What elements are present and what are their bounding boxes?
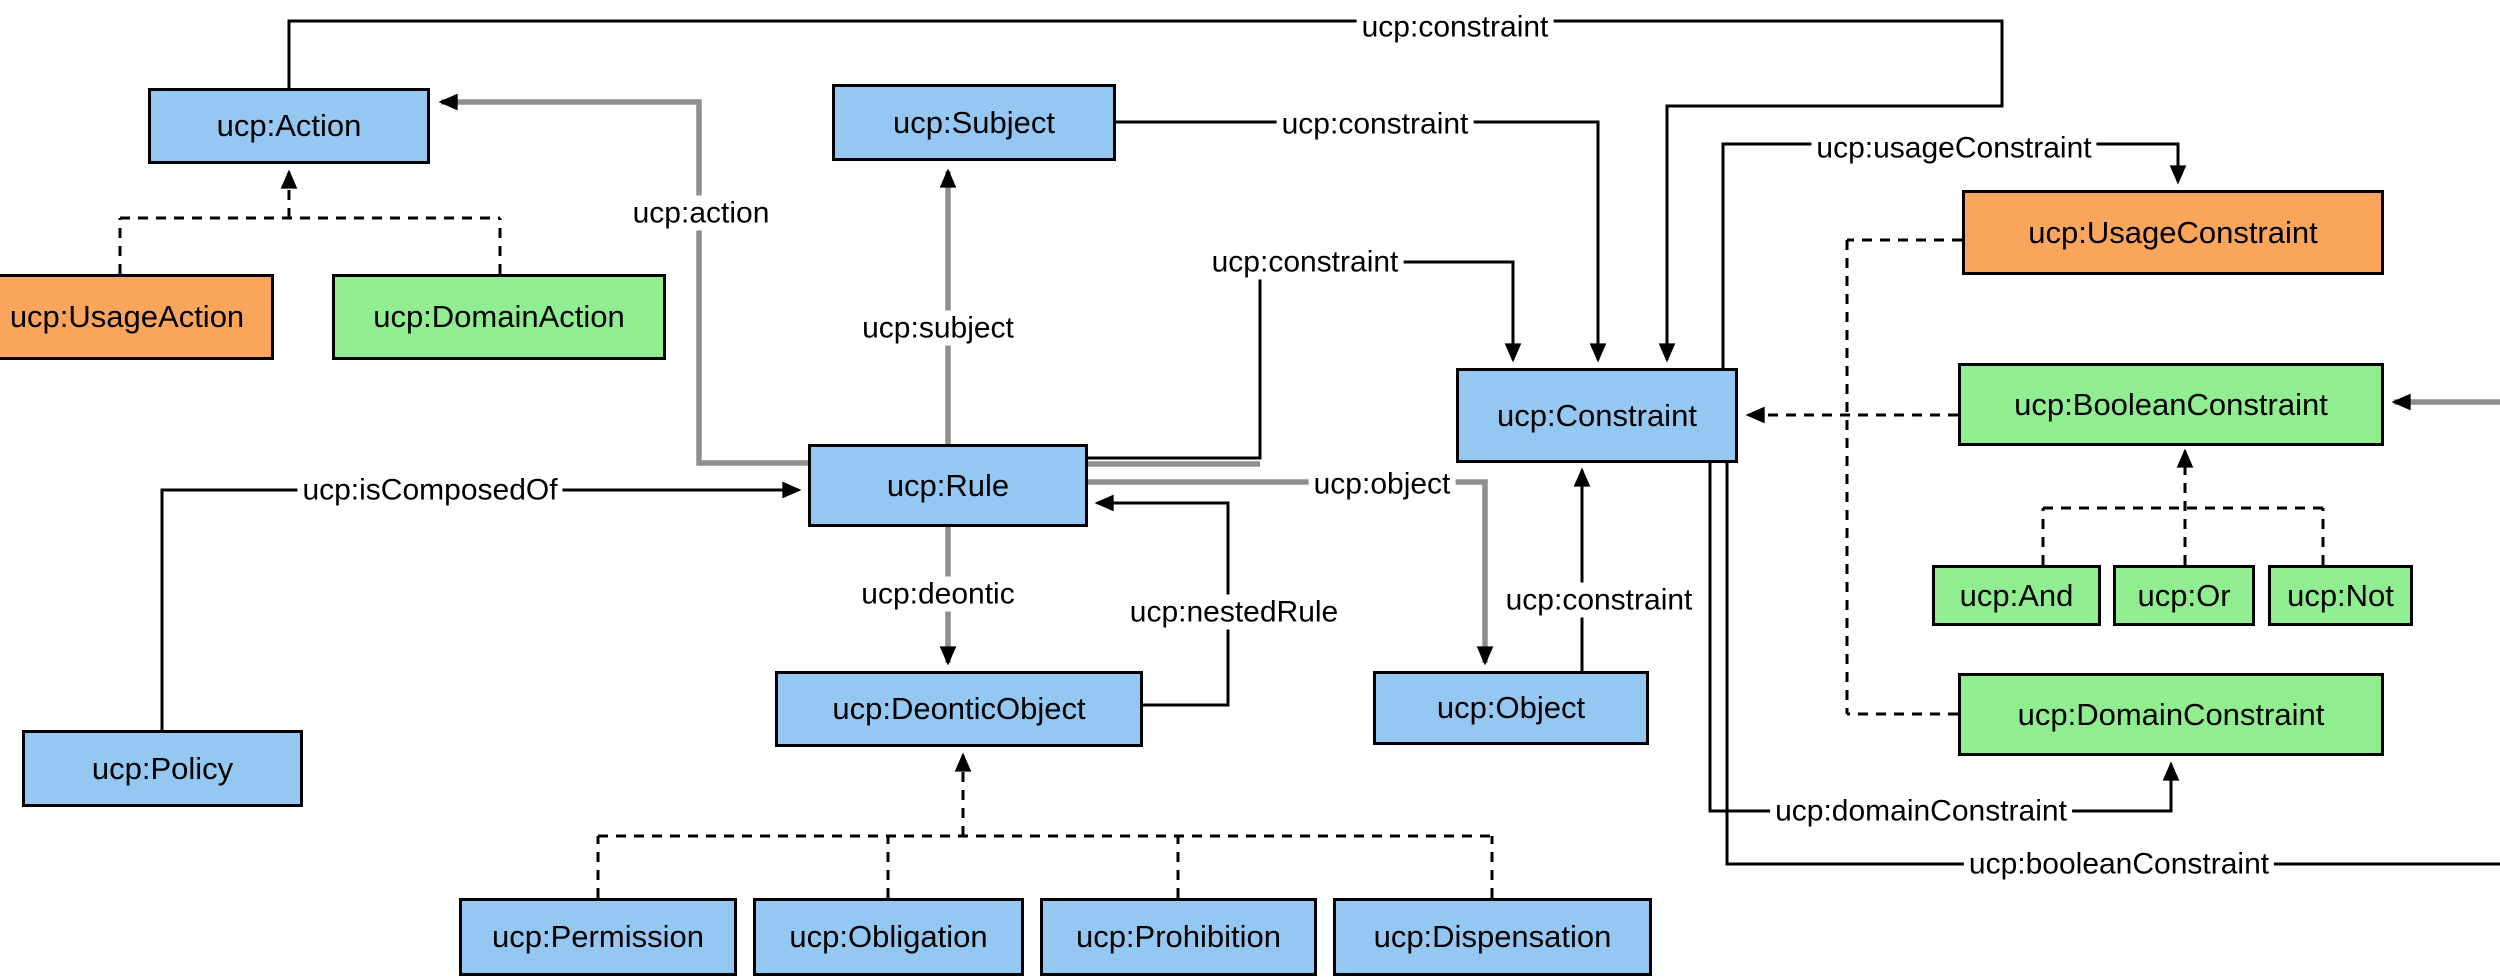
node-boolean-constraint[interactable]: ucp:BooleanConstraint bbox=[1958, 363, 2384, 446]
node-rule[interactable]: ucp:Rule bbox=[808, 444, 1088, 527]
node-deontic-object[interactable]: ucp:DeonticObject bbox=[775, 671, 1143, 747]
edge-label-action: ucp:action bbox=[627, 195, 775, 231]
node-and[interactable]: ucp:And bbox=[1932, 565, 2101, 626]
edge-label-constraint-top: ucp:constraint bbox=[1356, 9, 1554, 45]
edge-ucp-action-rule-to-action bbox=[438, 93, 808, 466]
edge-label-boolean-constraint: ucp:booleanConstraint bbox=[1963, 846, 2275, 882]
edge-label-deontic: ucp:deontic bbox=[856, 576, 1020, 612]
edge-label-is-composed-of: ucp:isComposedOf bbox=[297, 472, 563, 508]
node-usage-action[interactable]: ucp:UsageAction bbox=[0, 274, 274, 360]
edge-label-domain-constraint: ucp:domainConstraint bbox=[1770, 793, 2072, 829]
node-permission[interactable]: ucp:Permission bbox=[459, 898, 737, 976]
edge-label-object: ucp:object bbox=[1308, 466, 1456, 502]
node-domain-action[interactable]: ucp:DomainAction bbox=[332, 274, 666, 360]
node-not[interactable]: ucp:Not bbox=[2268, 565, 2413, 626]
edge-ucp-domainconstraint-constraint-to-domainconstraint bbox=[1708, 463, 2180, 813]
node-obligation[interactable]: ucp:Obligation bbox=[753, 898, 1024, 976]
node-subject[interactable]: ucp:Subject bbox=[832, 84, 1116, 161]
edge-label-subject: ucp:subject bbox=[857, 310, 1019, 346]
edge-ucp-constraint-subject-to-constraint bbox=[1116, 120, 1607, 363]
node-action[interactable]: ucp:Action bbox=[148, 88, 430, 164]
node-object[interactable]: ucp:Object bbox=[1373, 671, 1649, 745]
edge-label-constraint-from-rule: ucp:constraint bbox=[1206, 244, 1404, 280]
edge-ucp-iscomposedof-policy-to-rule bbox=[160, 481, 802, 730]
node-dispensation[interactable]: ucp:Dispensation bbox=[1333, 898, 1652, 976]
node-constraint[interactable]: ucp:Constraint bbox=[1456, 368, 1738, 463]
edge-label-usage-constraint: ucp:usageConstraint bbox=[1811, 130, 2097, 166]
edge-label-nested-rule: ucp:nestedRule bbox=[1124, 594, 1344, 630]
node-or[interactable]: ucp:Or bbox=[2113, 565, 2255, 626]
node-usage-constraint[interactable]: ucp:UsageConstraint bbox=[1962, 190, 2384, 275]
node-policy[interactable]: ucp:Policy bbox=[22, 730, 303, 807]
edge-ucp-constraint-rule-to-constraint bbox=[1088, 260, 1522, 460]
node-prohibition[interactable]: ucp:Prohibition bbox=[1040, 898, 1317, 976]
edge-ucp-object-rule-to-object bbox=[1088, 479, 1494, 666]
edge-label-constraint-from-subject: ucp:constraint bbox=[1276, 106, 1474, 142]
node-domain-constraint[interactable]: ucp:DomainConstraint bbox=[1958, 673, 2384, 756]
edge-ucp-constraint-action-to-constraint bbox=[287, 19, 2004, 363]
edge-label-constraint-from-object: ucp:constraint bbox=[1500, 582, 1698, 618]
